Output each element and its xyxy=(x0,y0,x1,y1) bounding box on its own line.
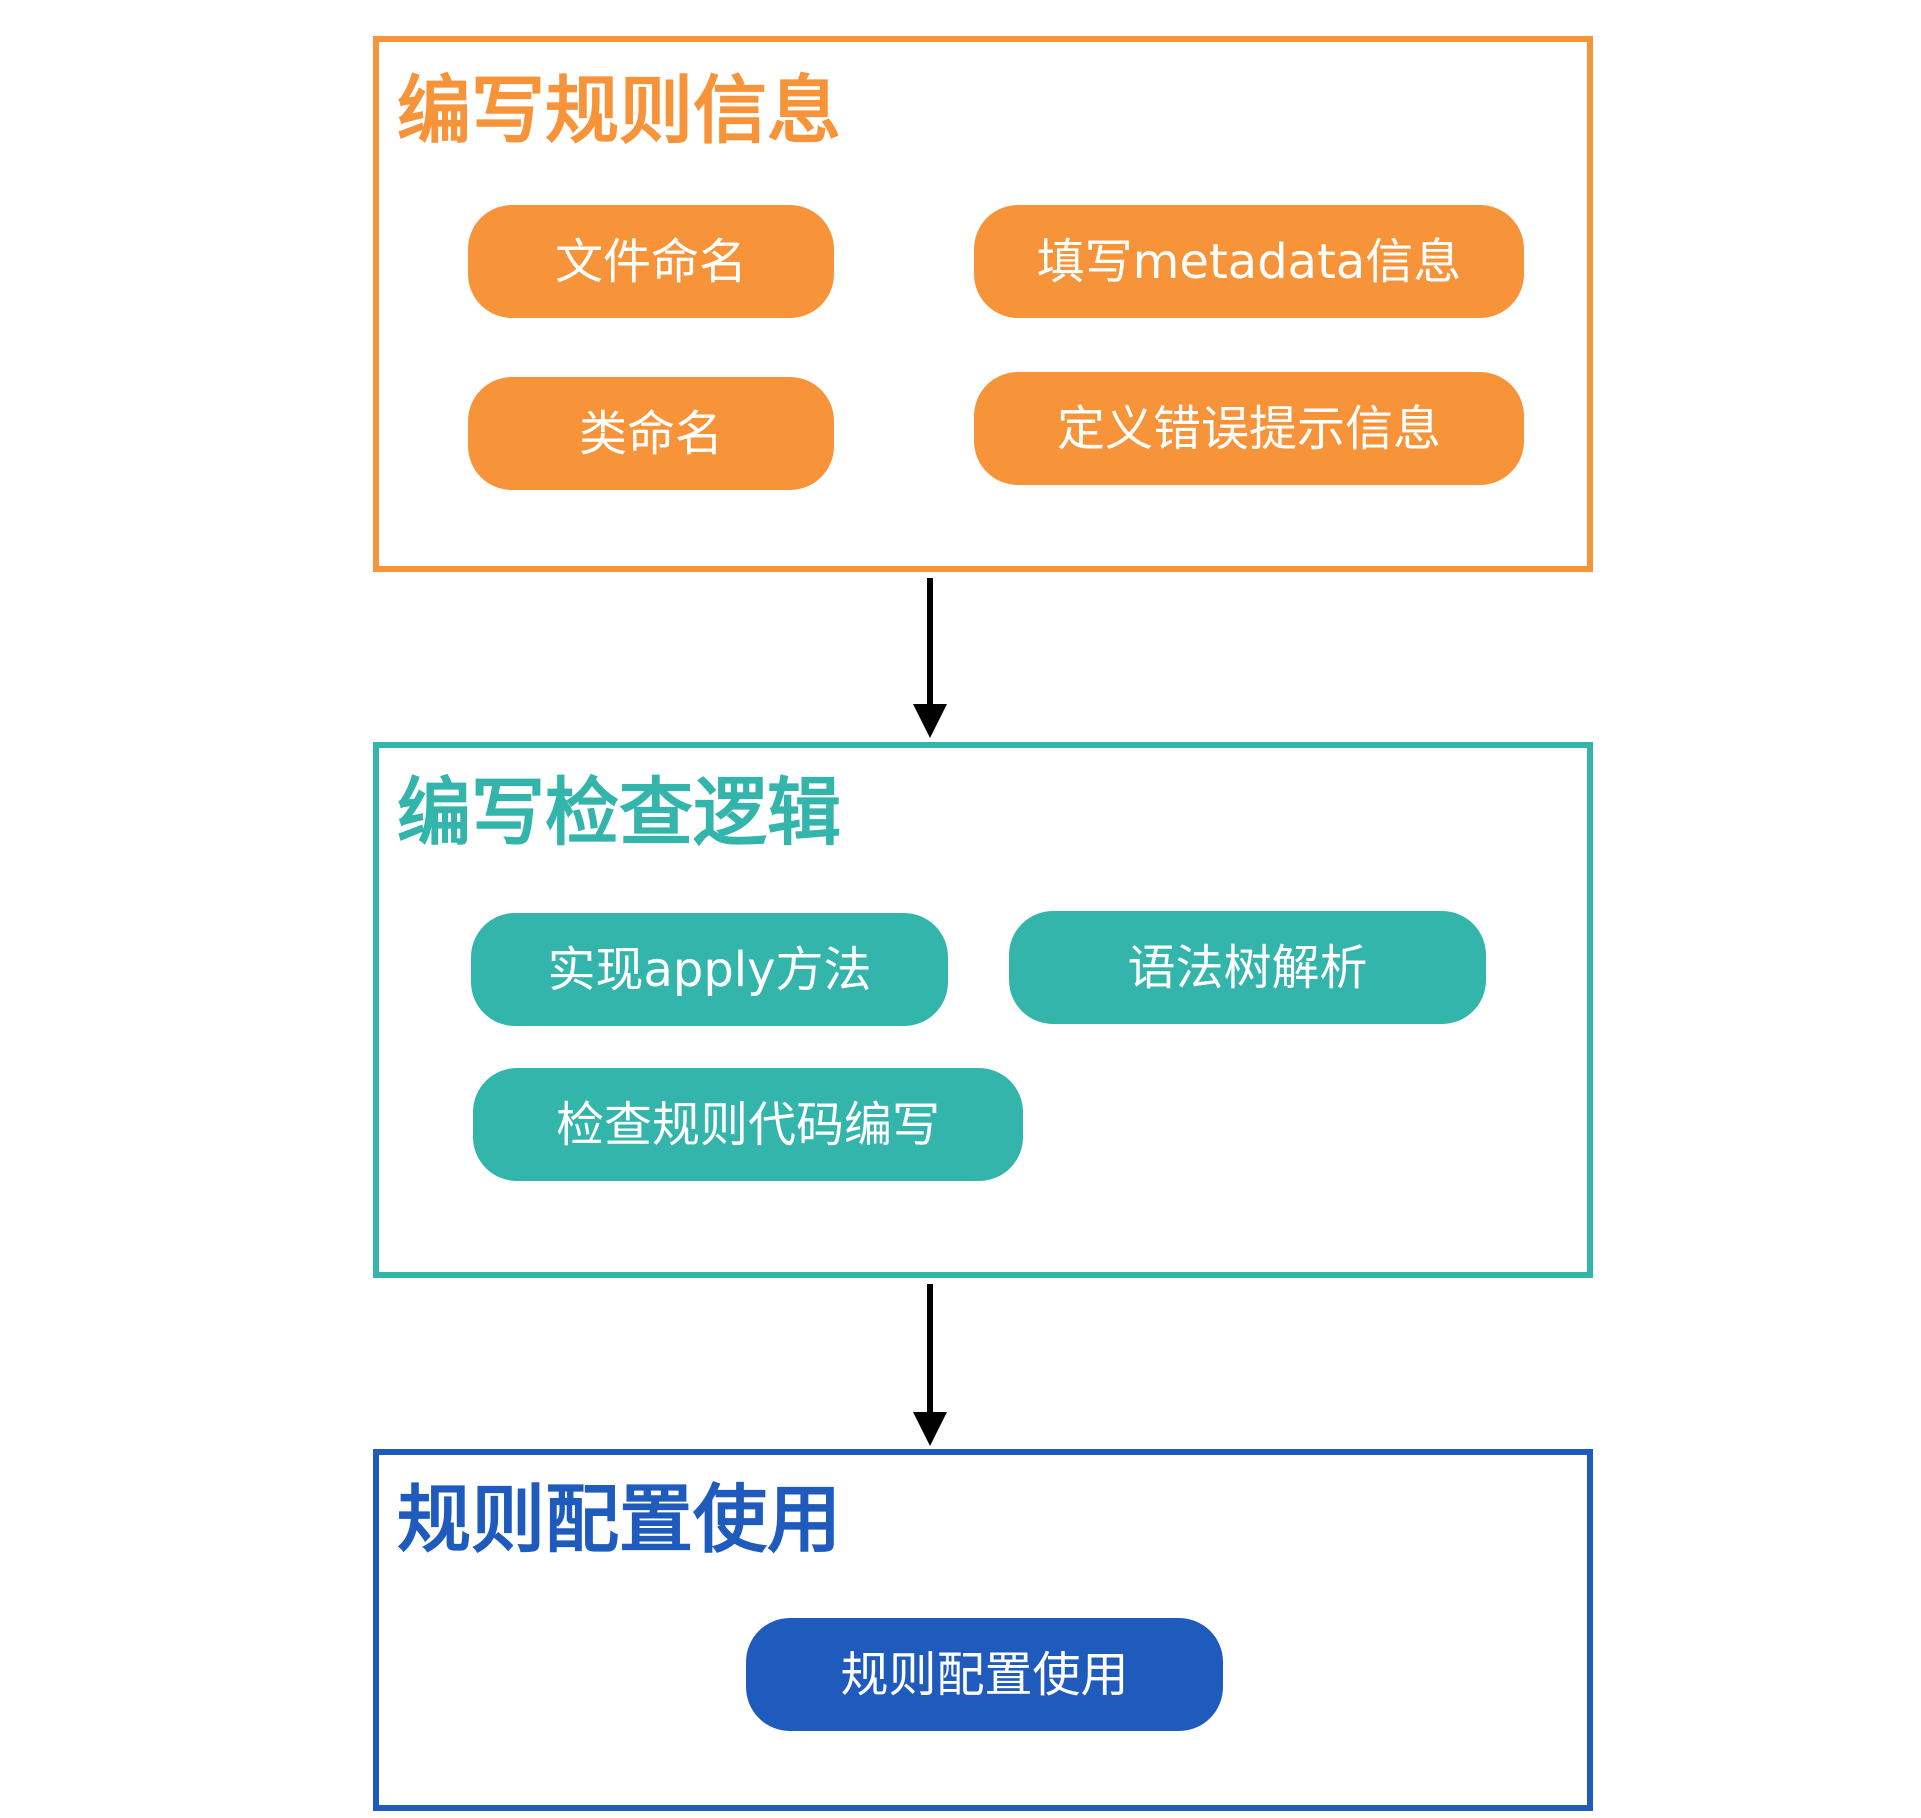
step-implement-apply: 实现apply方法 xyxy=(471,913,948,1026)
arrow-down-connector xyxy=(913,1284,947,1446)
section-title: 编写检查逻辑 xyxy=(397,770,841,856)
section-check-logic: 编写检查逻辑 实现apply方法 语法树解析 检查规则代码编写 xyxy=(373,742,1593,1278)
arrow-down-connector xyxy=(913,578,947,738)
section-title: 规则配置使用 xyxy=(397,1477,841,1563)
step-write-check-code: 检查规则代码编写 xyxy=(473,1068,1023,1181)
step-file-naming: 文件命名 xyxy=(468,205,834,318)
step-syntax-tree-parse: 语法树解析 xyxy=(1009,911,1486,1024)
step-class-naming: 类命名 xyxy=(468,377,834,490)
step-define-error-message: 定义错误提示信息 xyxy=(974,372,1524,485)
section-title: 编写规则信息 xyxy=(397,68,841,154)
section-rule-config: 规则配置使用 规则配置使用 xyxy=(373,1449,1593,1811)
step-fill-metadata: 填写metadata信息 xyxy=(974,205,1524,318)
step-rule-config-use: 规则配置使用 xyxy=(746,1618,1223,1731)
section-rule-info: 编写规则信息 文件命名 填写metadata信息 类命名 定义错误提示信息 xyxy=(373,36,1593,572)
